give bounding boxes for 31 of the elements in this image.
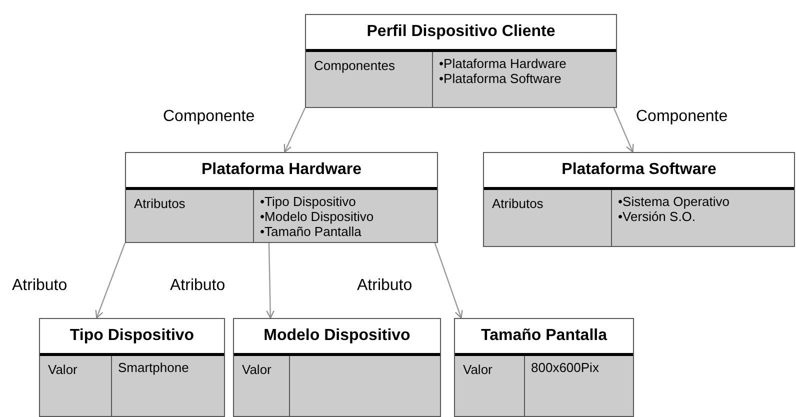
arrow <box>95 242 126 319</box>
field-name: Valor <box>242 362 272 377</box>
class-table <box>39 318 225 417</box>
edge-label: Componente <box>163 108 255 126</box>
edge-label: Atributo <box>170 277 226 295</box>
field-name: Componentes <box>314 58 395 73</box>
list-item: •Modelo Dispositivo <box>260 209 374 224</box>
field-name: Valor <box>48 362 78 377</box>
arrow <box>266 242 274 319</box>
arrow <box>434 242 463 319</box>
list-item: •Sistema Operativo <box>618 194 730 209</box>
edge-label: Atributo <box>357 277 412 295</box>
class-table <box>454 318 634 417</box>
field-value: 800x600Pix <box>531 360 599 375</box>
field-name: Atributos <box>134 196 186 211</box>
field-name: Valor <box>463 362 492 377</box>
edge-label: Componente <box>636 108 728 126</box>
field-value: Smartphone <box>118 360 189 375</box>
field-name: Atributos <box>492 196 544 211</box>
edge-label: Atributo <box>12 277 68 295</box>
list-item: •Plataforma Software <box>439 71 562 86</box>
class-table <box>125 152 438 243</box>
list-item: •Versión S.O. <box>618 209 697 224</box>
class-table <box>483 152 795 247</box>
list-item: •Tamaño Pantalla <box>260 224 362 239</box>
arrow <box>613 108 634 153</box>
class-table <box>233 318 441 417</box>
class-table <box>305 14 617 108</box>
list-item: •Plataforma Hardware <box>439 56 566 71</box>
arrow <box>284 108 306 153</box>
list-item: •Tipo Dispositivo <box>260 194 357 209</box>
